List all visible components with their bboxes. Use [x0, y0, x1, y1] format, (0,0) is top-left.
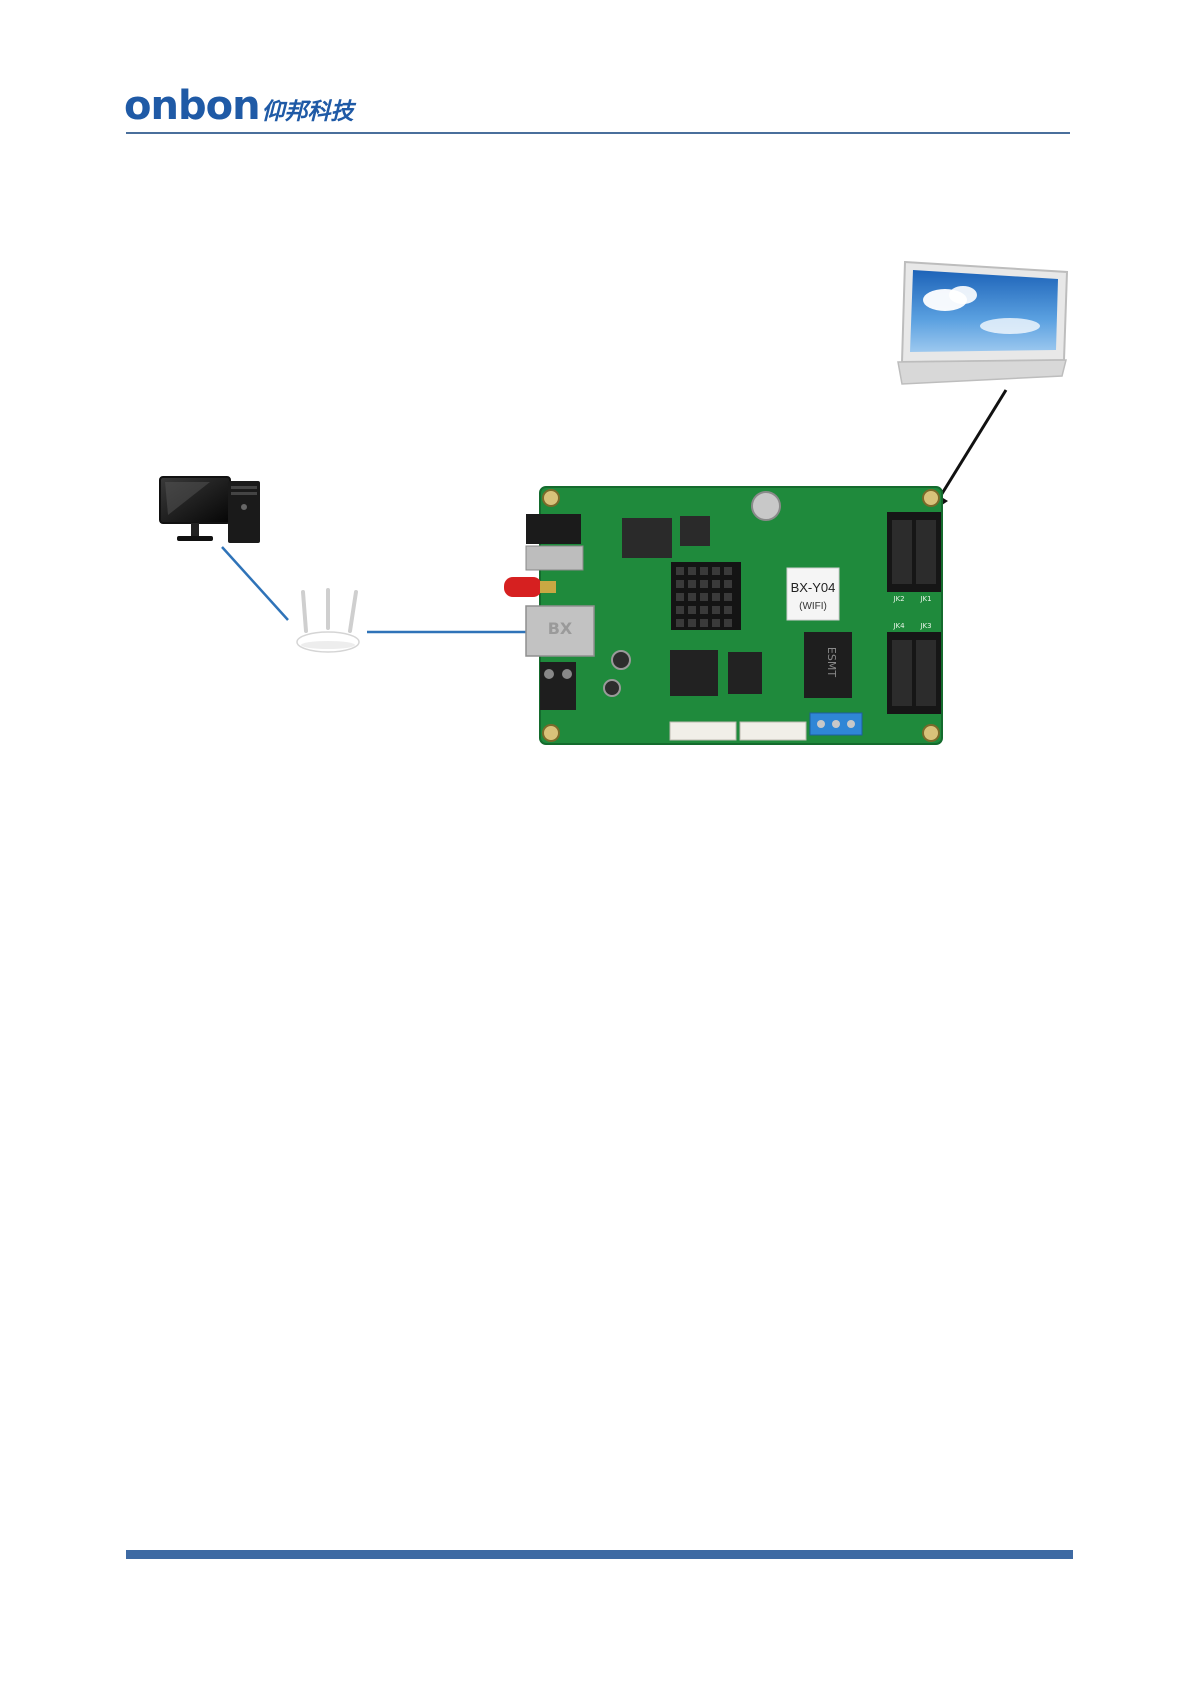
port-label-jk1: JK1	[919, 595, 931, 603]
lcd-display-icon	[898, 262, 1067, 384]
esmt-chip-label: ESMT	[825, 647, 838, 677]
ethernet-logo: BX	[548, 619, 573, 638]
led-controller-board: BX ESMT BX-Y04 (WI	[504, 487, 942, 744]
board-model-label: BX-Y04	[791, 580, 836, 595]
desktop-computer-icon	[160, 477, 260, 543]
footer-bar	[126, 1550, 1073, 1559]
hub-connector-top	[887, 512, 941, 592]
port-label-jk2: JK2	[892, 595, 904, 603]
arrow-display-board	[935, 390, 1006, 505]
connection-diagram: BX ESMT BX-Y04 (WI	[0, 0, 1190, 800]
port-label-jk3: JK3	[919, 622, 931, 630]
port-label-jk4: JK4	[892, 622, 905, 630]
hub-connector-bottom	[887, 632, 941, 714]
wifi-router-icon	[297, 590, 359, 652]
heatsink	[671, 562, 741, 630]
board-variant-label: (WIFI)	[799, 601, 827, 612]
cable-pc-router	[222, 547, 288, 620]
